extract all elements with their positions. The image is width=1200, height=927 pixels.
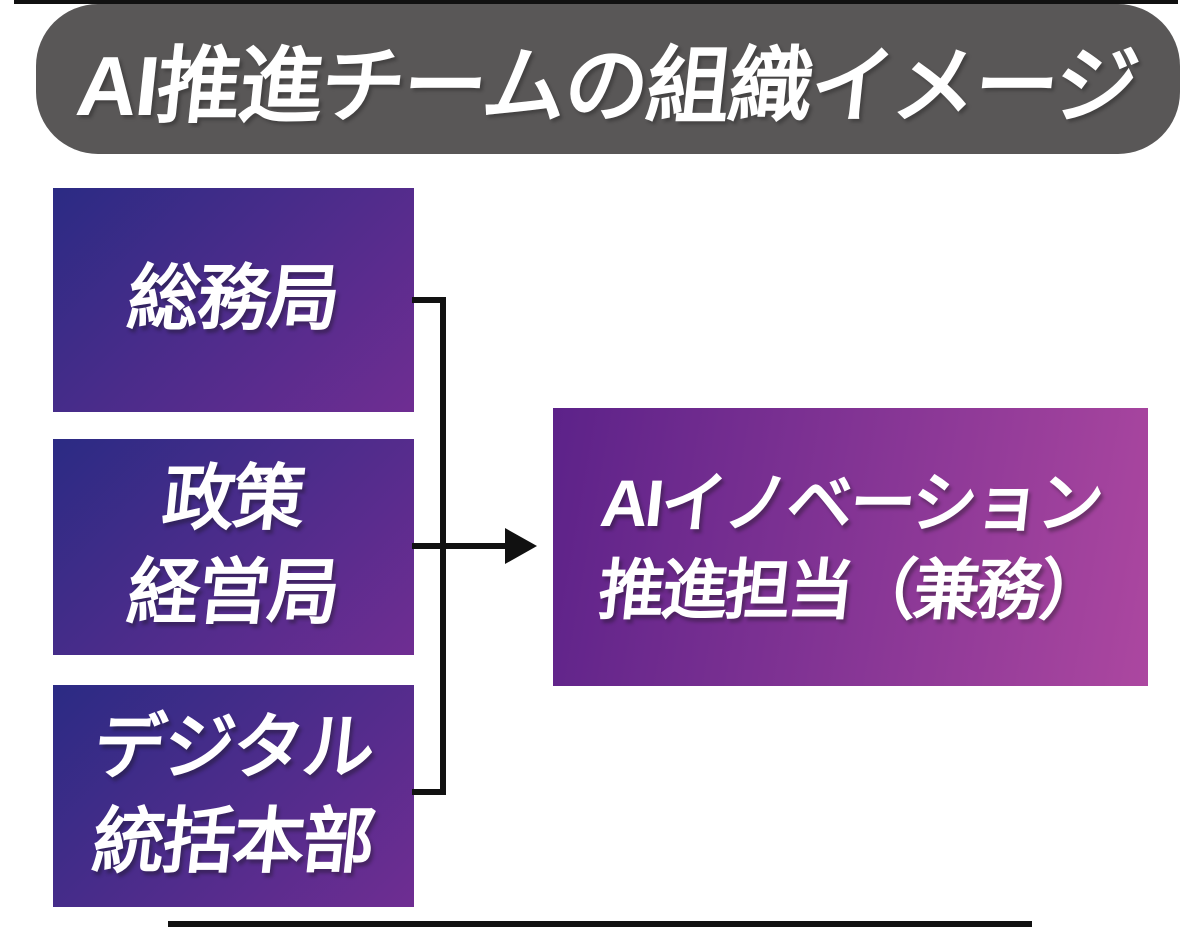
- org-box-label-line2: 経営局: [124, 553, 343, 633]
- top-edge-bar: [14, 0, 1178, 4]
- org-box-label-line1: 政策: [159, 459, 308, 540]
- connector-line-top: [412, 297, 446, 303]
- bottom-edge-bar: [168, 921, 1032, 927]
- org-box-seisaku-keieikyoku: 政策 経営局: [53, 439, 414, 655]
- org-box-digital-toukatsu-honbu: デジタル 統括本部: [53, 685, 414, 907]
- org-box-soumukyoku: 総務局: [53, 188, 414, 412]
- org-box-label-line1: デジタル: [90, 708, 378, 789]
- arrow-shaft: [412, 543, 510, 549]
- target-box-label-line2: 推進担当（兼務）: [594, 553, 1107, 627]
- org-box-ai-innovation: AIイノベーション 推進担当（兼務）: [553, 408, 1148, 686]
- arrow-head-icon: [505, 528, 537, 564]
- org-box-label: 総務局: [124, 259, 343, 340]
- org-box-label-line2: 統括本部: [89, 802, 378, 882]
- connector-line-bottom: [412, 789, 446, 795]
- diagram-title: AI推進チームの組織イメージ: [72, 38, 1143, 133]
- diagram-title-banner: AI推進チームの組織イメージ: [36, 4, 1180, 154]
- target-box-label-line1: AIイノベーション: [596, 465, 1105, 540]
